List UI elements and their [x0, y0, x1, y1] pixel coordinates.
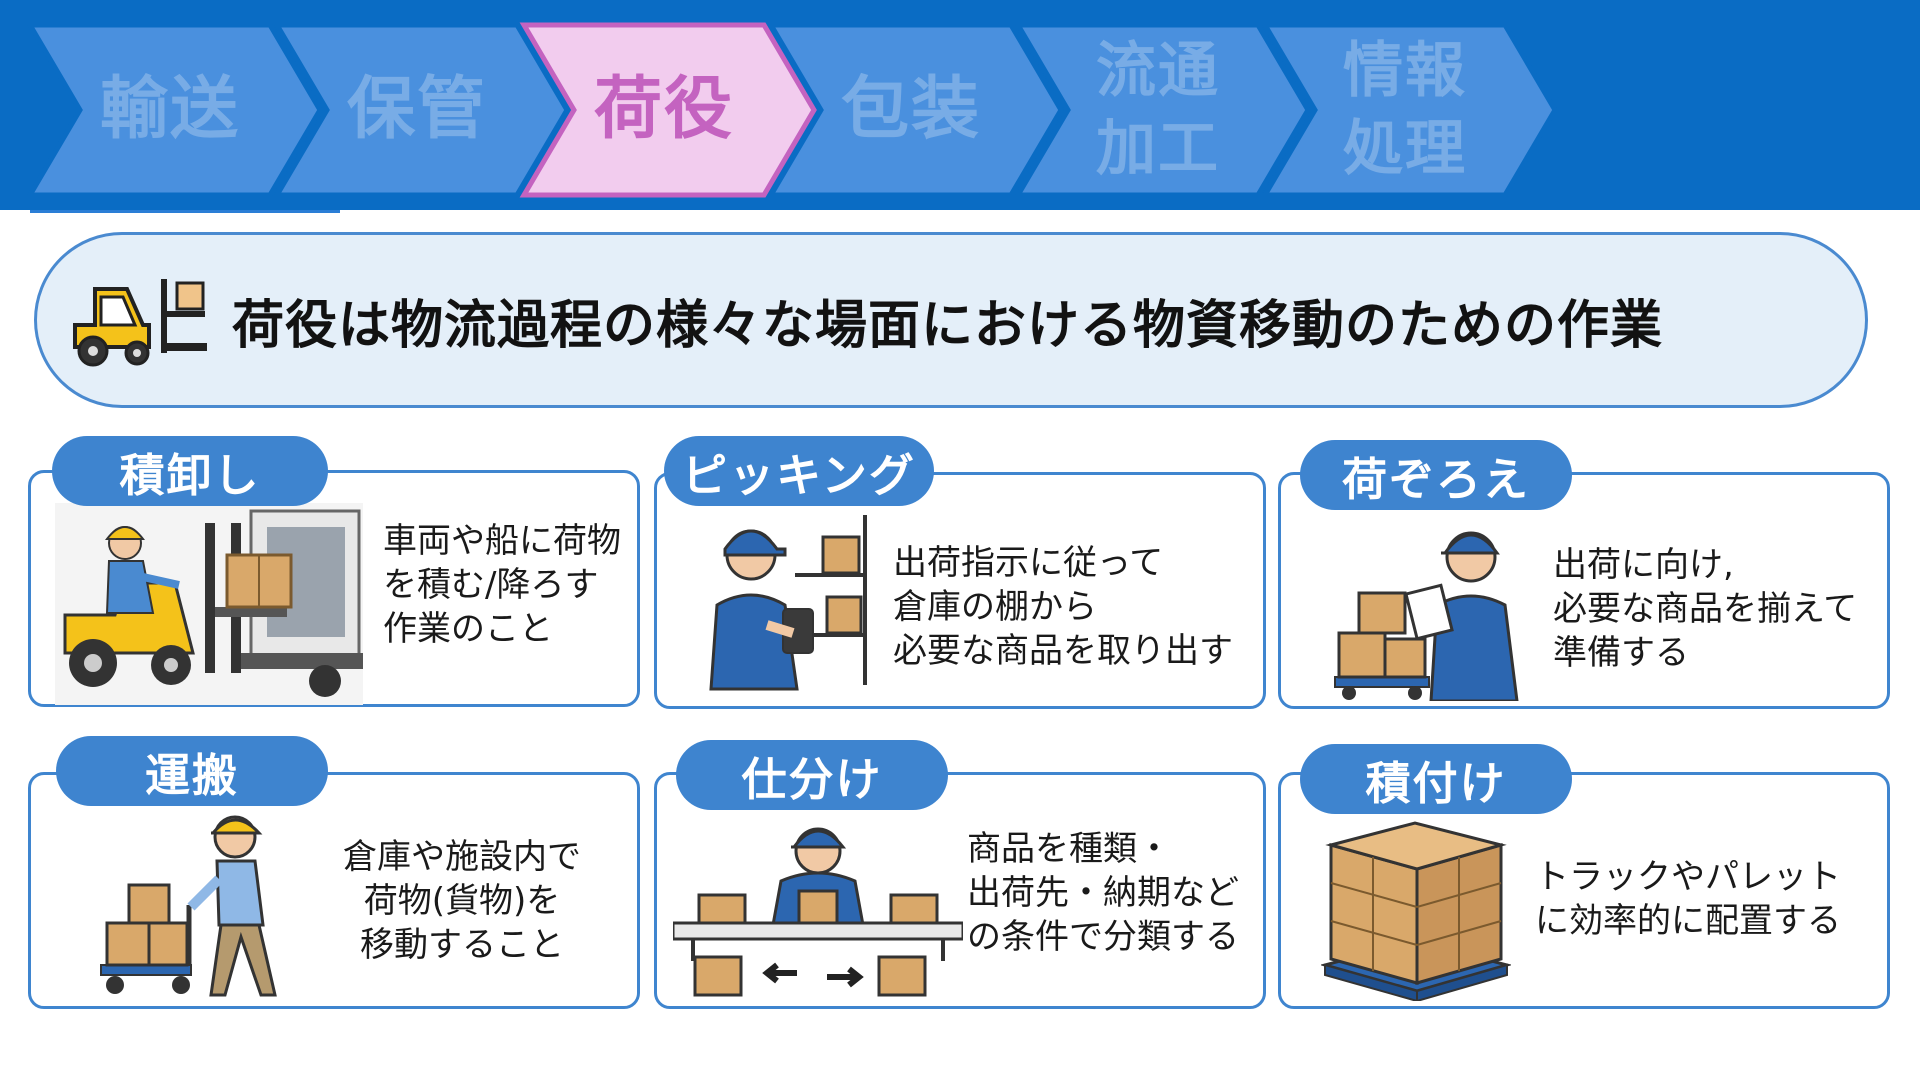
card-description: 倉庫や施設内で 荷物(貨物)を 移動すること: [343, 837, 581, 965]
step-transport[interactable]: 輸送: [25, 22, 323, 198]
card-sorting: 商品を種類・ 出荷先・納期など の条件で分類する: [654, 772, 1266, 1009]
forklift-truck-illustration: [55, 503, 363, 705]
sorting-worker-illustration: [673, 827, 963, 997]
card-loading-unloading: 車両や船に荷物 を積む/降ろす 作業のこと: [28, 470, 640, 707]
card-title-tab: 積卸し: [52, 436, 328, 506]
card-picking: 出荷指示に従って 倉庫の棚から 必要な商品を取り出す: [654, 472, 1266, 709]
step-cargo-handling[interactable]: 荷役: [519, 22, 817, 198]
card-description: 出荷指示に従って 倉庫の棚から 必要な商品を取り出す: [893, 543, 1233, 671]
card-title-tab: 運搬: [56, 736, 328, 806]
step-label: 輸送: [99, 70, 240, 149]
chevron-shape: [1260, 22, 1558, 198]
chevron-shape-active: [519, 22, 817, 198]
step-information-processing[interactable]: 情報 処理: [1260, 22, 1558, 198]
step-storage[interactable]: 保管: [272, 22, 570, 198]
forklift-icon: [73, 279, 207, 367]
step-label: 保管: [346, 70, 487, 149]
step-label: 包装: [840, 70, 981, 149]
card-description: 出荷に向け, 必要な商品を揃えて 準備する: [1553, 545, 1858, 673]
step-label: 流通 加工: [1096, 36, 1220, 184]
card-description: 商品を種類・ 出荷先・納期など の条件で分類する: [967, 829, 1239, 957]
step-label: 情報 処理: [1343, 36, 1467, 184]
picking-worker-illustration: [709, 515, 867, 691]
card-description: 車両や船に荷物 を積む/降ろす 作業のこと: [383, 521, 621, 649]
card-description: トラックやパレット に効率的に配置する: [1535, 857, 1841, 941]
step-label: 荷役: [593, 70, 734, 149]
card-title-tab: 仕分け: [676, 740, 948, 810]
card-title-tab: ピッキング: [664, 436, 934, 506]
step-distribution-processing[interactable]: 流通 加工: [1013, 22, 1311, 198]
chevron-shape: [1013, 22, 1311, 198]
pallet-boxes-illustration: [1321, 821, 1511, 1001]
banner-title: 荷役は物流過程の様々な場面における物資移動のための作業: [232, 295, 1664, 356]
assembling-worker-illustration: [1334, 531, 1519, 701]
chevron-shape: [25, 22, 323, 198]
chevron-shape: [272, 22, 570, 198]
card-title-tab: 積付け: [1300, 744, 1572, 814]
hand-cart-illustration: [100, 815, 277, 997]
step-packaging[interactable]: 包装: [766, 22, 1064, 198]
active-underline: [30, 210, 340, 213]
chevron-shape: [766, 22, 1064, 198]
summary-banner: 荷役は物流過程の様々な場面における物資移動のための作業: [34, 232, 1868, 408]
card-title-tab: 荷ぞろえ: [1300, 440, 1572, 510]
card-assembling: 出荷に向け, 必要な商品を揃えて 準備する: [1278, 472, 1890, 709]
card-stowing: トラックやパレット に効率的に配置する: [1278, 772, 1890, 1009]
card-transporting: 倉庫や施設内で 荷物(貨物)を 移動すること: [28, 772, 640, 1009]
